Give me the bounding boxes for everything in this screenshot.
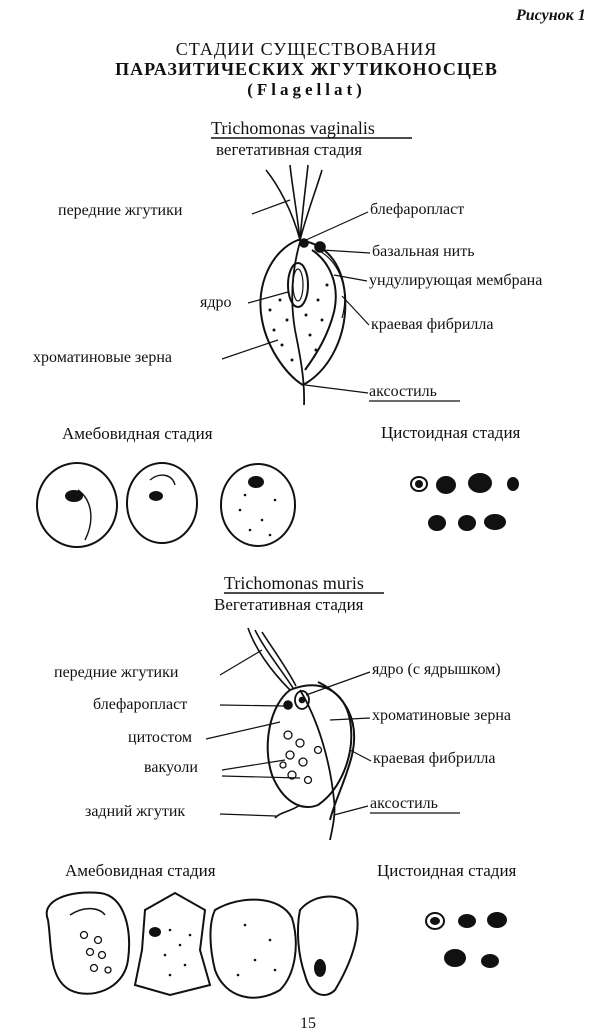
leader-lines-1 [221,199,371,394]
axostyle-1 [291,241,306,406]
label-chromatin-grains-2: хроматиновые зерна [372,707,512,724]
t-vaginalis-vegetative-drawing [259,164,347,406]
blepharoplast-2 [283,700,293,710]
amoeboid-1-cell-b [126,462,198,544]
vacuoles-2 [279,730,323,785]
nucleus-2 [294,690,310,710]
amoeboid-2-cell-c [209,898,297,999]
amoeboid-stage-2-drawings [45,891,359,999]
label-nucleus-1: ядро [200,294,232,311]
label-vacuoles-2: вакуоли [144,759,198,776]
marginal-fibril-1 [317,249,346,319]
amoeboid-1-cell-a [36,462,118,548]
label-chromatin-grains-1: хроматиновые зерна [33,349,173,366]
label-axostyle-1: аксостиль [369,383,437,400]
cystoid-stage-heading-2: Цистоидная стадия [377,861,517,880]
body-2 [266,684,353,808]
title-line-1: СТАДИИ СУЩЕСТВОВАНИЯ [175,39,438,59]
leader-lines-2 [205,649,372,817]
flagellum-2-c [261,631,297,687]
species-1-name: Trichomonas vaginalis [211,118,375,138]
label-marginal-fibril-2: краевая фибрилла [373,750,496,767]
chromatin-grains-1 [268,283,329,362]
label-anterior-flagella-1: передние жгутики [58,202,183,219]
nucleus-1 [287,262,309,308]
figure-label: Рисунок 1 [516,7,586,24]
flagellum-2-b [254,629,294,689]
undulating-membrane-1 [304,249,337,371]
cystoid-stage-heading-1: Цистоидная стадия [381,423,521,442]
label-blepharoplast-1: блефаропласт [370,201,465,218]
cystoid-stage-1-drawings [410,473,519,531]
label-anterior-flagella-2: передние жгутики [54,664,179,681]
posterior-flagellum-2 [274,804,301,819]
label-posterior-flagellum-2: задний жгутик [85,803,186,820]
nucleus-1-inner [292,268,304,302]
label-nucleus-nucleolus-2: ядро (с ядрышком) [372,661,501,678]
label-axostyle-2: аксостиль [370,795,438,812]
label-undulating-membrane-1: ундулирующая мембрана [369,272,543,289]
axostyle-2 [299,689,336,841]
flagellum-1-a [265,169,301,241]
amoeboid-1-nucleus-b [149,491,163,501]
amoeboid-stage-heading-2: Амебовидная стадия [65,861,216,880]
label-blepharoplast-2: блефаропласт [93,696,188,713]
species-2-stage: Вегетативная стадия [214,595,364,614]
label-basal-thread-1: базальная нить [372,243,475,260]
blepharoplast-1 [299,238,309,248]
flagellum-1-b [289,164,301,241]
flagellum-2-a [247,627,291,691]
species-2-name: Trichomonas muris [224,573,364,593]
flagellum-1-d [299,169,323,241]
amoeboid-1-nucleus-c [248,476,264,488]
nucleolus-2 [298,696,306,704]
species-1-stage: вегетативная стадия [216,140,363,159]
title-line-2: ПАРАЗИТИЧЕСКИХ ЖГУТИКОНОСЦЕВ [115,59,498,79]
label-cytostome-2: цитостом [128,729,193,746]
flagellum-1-c [299,164,309,241]
title-line-3: (Flagellat) [247,80,366,99]
amoeboid-1-nucleus-a [65,490,83,502]
amoeboid-2-cell-a [45,891,131,995]
amoeboid-stage-heading-1: Амебовидная стадия [62,424,213,443]
undulating-membrane-2 [317,681,356,821]
amoeboid-stage-1-drawings [36,462,296,548]
amoeboid-2-cell-b [133,891,212,997]
cystoid-stage-2-drawings [425,912,507,968]
amoeboid-1-cell-c [220,463,296,547]
amoeboid-2-cell-d [296,895,359,996]
t-muris-vegetative-drawing [247,627,356,841]
label-marginal-fibril-1: краевая фибрилла [371,316,494,333]
